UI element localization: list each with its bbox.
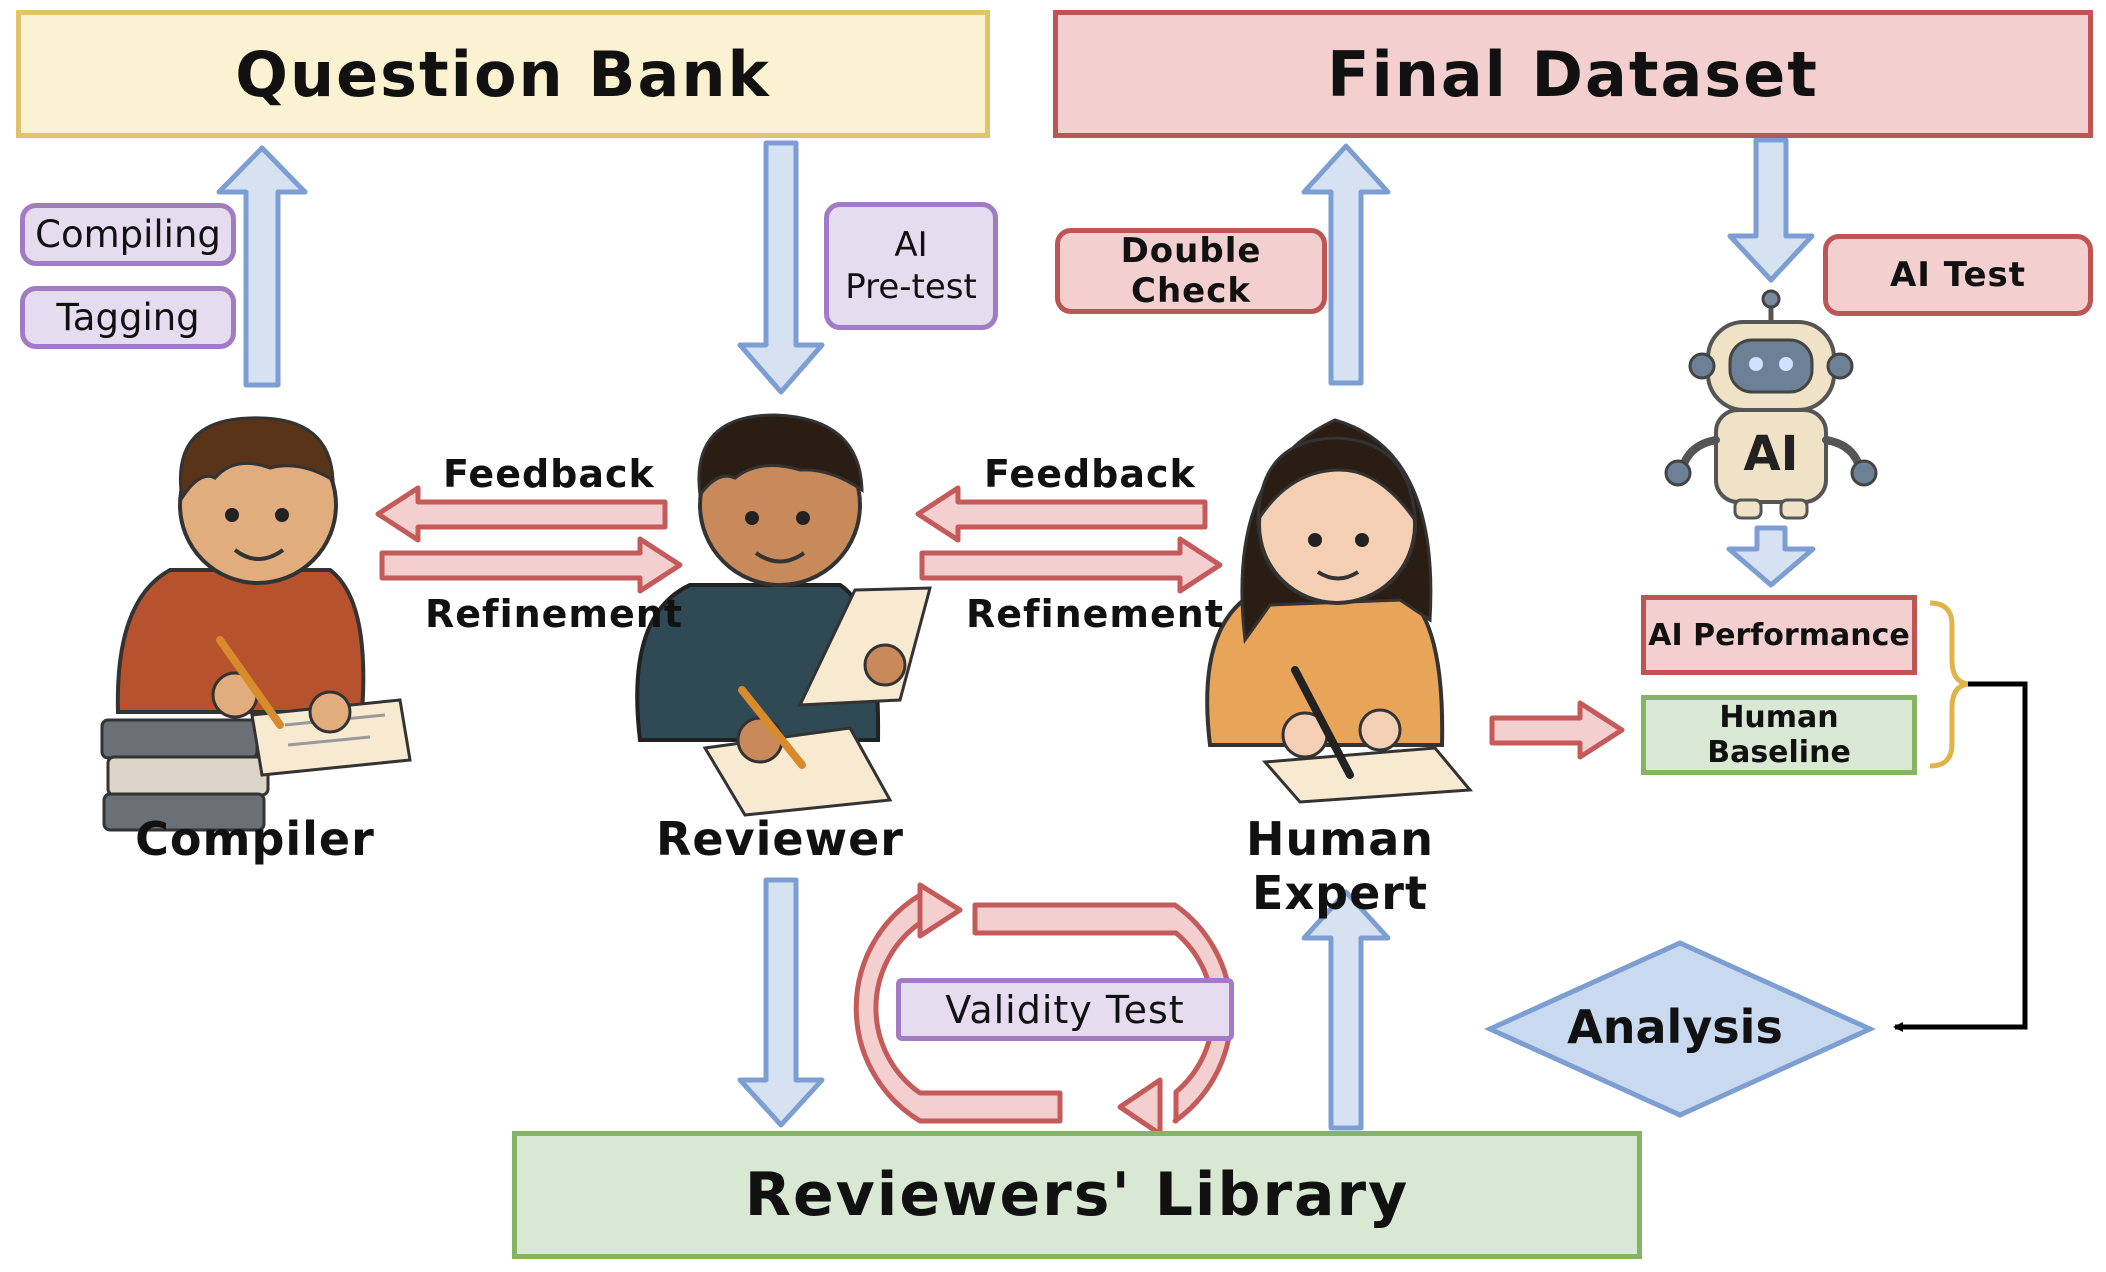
robot-label: AI: [1743, 426, 1798, 482]
arrow-library-to-expert: [1301, 889, 1391, 1131]
human-baseline-box: Human Baseline: [1641, 695, 1917, 775]
arrow-bank-to-reviewer: [737, 140, 825, 395]
arrow-final-to-ai: [1727, 137, 1815, 283]
tagging-tag: Tagging: [20, 286, 236, 349]
arrow-compiler-to-bank: [216, 145, 308, 388]
ai-test-label: AI Test: [1889, 255, 2027, 295]
arrow-refinement-right: [919, 536, 1223, 594]
ai-robot-illustration: AI: [1664, 289, 1878, 520]
reviewers-library-box: Reviewers' Library: [512, 1131, 1642, 1259]
ai-performance-box: AI Performance: [1641, 595, 1917, 675]
ai-pretest-line1: AI: [894, 225, 928, 265]
arrow-ai-to-performance: [1726, 525, 1816, 588]
double-check-tag: Double Check: [1055, 228, 1327, 314]
ai-performance-label: AI Performance: [1648, 617, 1910, 653]
compiler-label: Compiler: [135, 812, 375, 866]
validity-test-tag: Validity Test: [896, 978, 1234, 1041]
refinement-label-left: Refinement: [425, 592, 684, 636]
arrow-feedback-right: [915, 485, 1208, 543]
human-expert-illustration: [1205, 418, 1474, 804]
analysis-diamond: [1483, 940, 1877, 1118]
arrow-expert-to-results: [1489, 700, 1625, 760]
validity-loop: [853, 882, 1234, 1137]
arrow-reviewer-to-library: [737, 877, 825, 1128]
human-expert-label: Human Expert: [1246, 812, 1434, 920]
analysis-label: Analysis: [1567, 1000, 1783, 1054]
final-dataset-box: Final Dataset: [1053, 10, 2093, 138]
compiling-tag: Compiling: [20, 203, 236, 266]
tagging-label: Tagging: [56, 296, 200, 339]
ai-test-tag: AI Test: [1823, 234, 2093, 316]
reviewer-illustration: [635, 413, 932, 817]
arrow-feedback-left: [375, 485, 668, 543]
reviewers-library-label: Reviewers' Library: [744, 1160, 1410, 1230]
refinement-label-right: Refinement: [966, 592, 1225, 636]
compiler-illustration: [100, 416, 412, 832]
arrow-refinement-left: [379, 536, 683, 594]
question-bank-label: Question Bank: [235, 37, 771, 111]
question-bank-box: Question Bank: [16, 10, 990, 138]
final-dataset-label: Final Dataset: [1327, 37, 1819, 111]
reviewer-label: Reviewer: [656, 812, 904, 866]
arrow-expert-to-final: [1301, 143, 1391, 386]
compiling-label: Compiling: [35, 213, 221, 256]
ai-pretest-tag: AI Pre-test: [824, 202, 998, 330]
human-baseline-label: Human Baseline: [1707, 700, 1851, 770]
feedback-label-right: Feedback: [984, 452, 1196, 496]
validity-test-label: Validity Test: [945, 987, 1185, 1032]
feedback-label-left: Feedback: [443, 452, 655, 496]
connector-to-analysis: [1893, 681, 2028, 1032]
double-check-label: Double Check: [1120, 231, 1262, 311]
ai-pretest-line2: Pre-test: [845, 267, 977, 307]
results-bracket: [1929, 600, 1969, 769]
